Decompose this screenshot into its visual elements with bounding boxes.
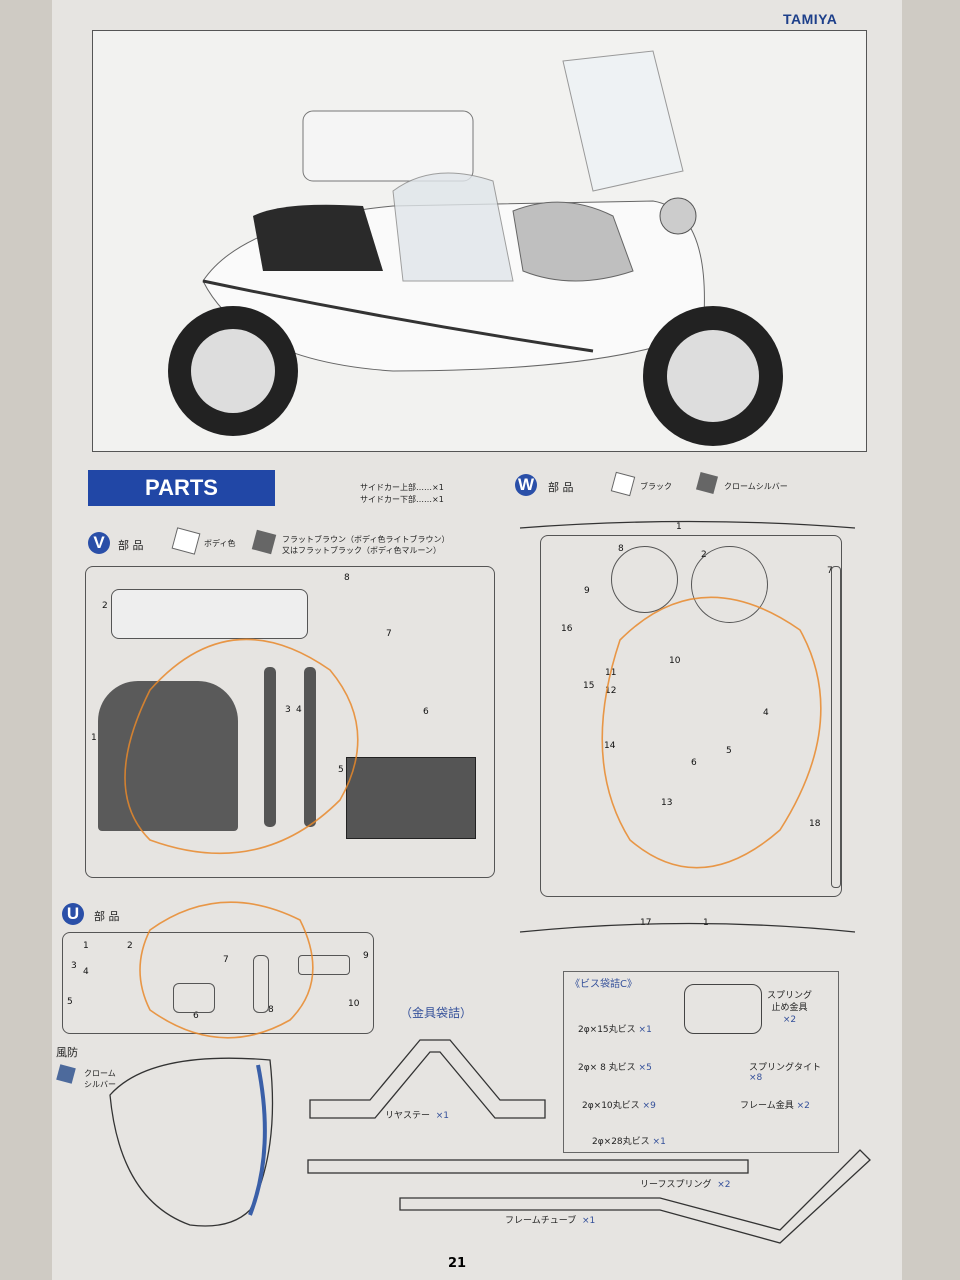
part-w8 — [611, 546, 678, 613]
frame-fitting-label: フレーム金具 — [740, 1101, 794, 1111]
spring-plate-label: スプリング — [767, 991, 813, 1001]
product-photo — [92, 30, 867, 452]
part-number: 4 — [296, 705, 302, 715]
spring-plate-label2: 止め金具 — [771, 1003, 808, 1013]
part-number: 1 — [703, 918, 709, 928]
screw-label: 2φ×15丸ビス — [578, 1025, 636, 1035]
parts-tree-w: 8 2 7 9 10 11 12 15 16 14 13 6 5 4 18 — [540, 535, 842, 897]
part-v1 — [98, 681, 238, 831]
spring-tie-qty: ×8 — [749, 1073, 763, 1083]
part-number: 2 — [701, 550, 707, 560]
part-number: 7 — [223, 955, 229, 965]
part-number: 2 — [127, 941, 133, 951]
screw-qty: ×1 — [652, 1137, 666, 1147]
part-w7 — [831, 566, 841, 888]
screw-label: 2φ×28丸ビス — [592, 1137, 650, 1147]
brand-logo: TAMIYA — [783, 11, 838, 27]
screw-label: 2φ× 8 丸ビス — [578, 1063, 636, 1073]
frame-tube-qty: ×1 — [581, 1216, 596, 1226]
v-color2-line2: 又はフラットブラック（ボディ色マルーン） — [282, 546, 442, 555]
windshield-color-line2: シルバー — [84, 1080, 116, 1089]
part-number: 9 — [363, 951, 369, 961]
spring-tie-label: スプリングタイト — [749, 1063, 822, 1073]
part-number: 11 — [605, 668, 617, 678]
screw-bag-box: 《ビス袋詰C》 2φ×15丸ビス ×1 2φ× 8 丸ビス ×5 2φ×10丸ビ… — [563, 971, 839, 1153]
part-number: 1 — [83, 941, 89, 951]
section-w-title: 部 品 — [548, 481, 574, 494]
rear-stay-qty: ×1 — [435, 1111, 450, 1121]
part-u6 — [173, 983, 215, 1013]
parts-tree-u: 1 2 3 4 5 6 7 8 9 10 — [62, 932, 374, 1034]
sidecar-upper-count: サイドカー上部……×1 — [360, 483, 444, 492]
part-number: 16 — [561, 624, 573, 634]
part-v5 — [346, 757, 476, 839]
part-u8 — [253, 955, 269, 1013]
part-number: 13 — [661, 798, 673, 808]
spring-plate-qty: ×2 — [782, 1015, 797, 1025]
part-number: 5 — [726, 746, 732, 756]
section-u-title: 部 品 — [94, 910, 120, 923]
frame-tube-label: フレームチューブ — [505, 1216, 577, 1226]
part-number: 5 — [67, 997, 73, 1007]
section-w-badge: W — [515, 474, 537, 496]
section-v-title: 部 品 — [118, 539, 144, 552]
windshield-color-line1: クローム — [84, 1069, 116, 1078]
parts-banner: PARTS — [88, 470, 275, 506]
part-v2 — [111, 589, 308, 639]
part-number: 7 — [386, 629, 392, 639]
section-v-badge: V — [88, 532, 110, 554]
part-number: 1 — [91, 733, 97, 743]
part-number: 7 — [827, 566, 833, 576]
screw-label: 2φ×10丸ビス — [582, 1101, 640, 1111]
sidecar-motorcycle-illustration — [168, 50, 783, 446]
part-number: 5 — [338, 765, 344, 775]
w-color2: クロームシルバー — [724, 482, 788, 491]
part-number: 2 — [102, 601, 108, 611]
sidecar-lower-count: サイドカー下部……×1 — [360, 495, 444, 504]
parts-tree-v: 2 1 3 4 5 6 7 8 — [85, 566, 495, 878]
page-number: 21 — [448, 1256, 467, 1271]
windshield-title: 風防 — [56, 1046, 78, 1059]
part-number: 3 — [285, 705, 291, 715]
part-number: 8 — [618, 544, 624, 554]
screw-qty: ×1 — [638, 1025, 652, 1035]
part-number: 6 — [423, 707, 429, 717]
part-number: 10 — [348, 999, 360, 1009]
v-color1: ボディ色 — [204, 539, 236, 548]
part-number: 15 — [583, 681, 595, 691]
spring-plate-icon — [684, 984, 762, 1034]
part-number: 1 — [676, 522, 682, 532]
part-number: 4 — [83, 967, 89, 977]
part-number: 14 — [604, 741, 616, 751]
leaf-spring-qty: ×2 — [717, 1180, 731, 1190]
part-number: 6 — [691, 758, 697, 768]
v-color2-line1: フラットブラウン（ボディ色ライトブラウン） — [282, 535, 450, 544]
part-number: 18 — [809, 819, 821, 829]
rear-stay-label: リヤステー — [385, 1111, 431, 1121]
hardware-bag-title: （金具袋詰） — [400, 1006, 473, 1020]
part-number: 4 — [763, 708, 769, 718]
leaf-spring-label: リーフスプリング — [640, 1180, 712, 1190]
part-number: 12 — [605, 686, 617, 696]
screw-qty: ×9 — [642, 1101, 656, 1111]
part-number: 17 — [640, 918, 652, 928]
part-v3 — [264, 667, 276, 827]
part-u9 — [298, 955, 350, 975]
part-v4 — [304, 667, 316, 827]
section-u-badge: U — [62, 903, 84, 925]
frame-fitting-qty: ×2 — [796, 1101, 810, 1111]
part-number: 9 — [584, 586, 590, 596]
screw-qty: ×5 — [638, 1063, 652, 1073]
part-number: 8 — [344, 573, 350, 583]
w-color1: ブラック — [640, 482, 672, 491]
screw-bag-title: 《ビス袋詰C》 — [570, 979, 637, 990]
part-number: 3 — [71, 961, 77, 971]
part-number: 10 — [669, 656, 681, 666]
